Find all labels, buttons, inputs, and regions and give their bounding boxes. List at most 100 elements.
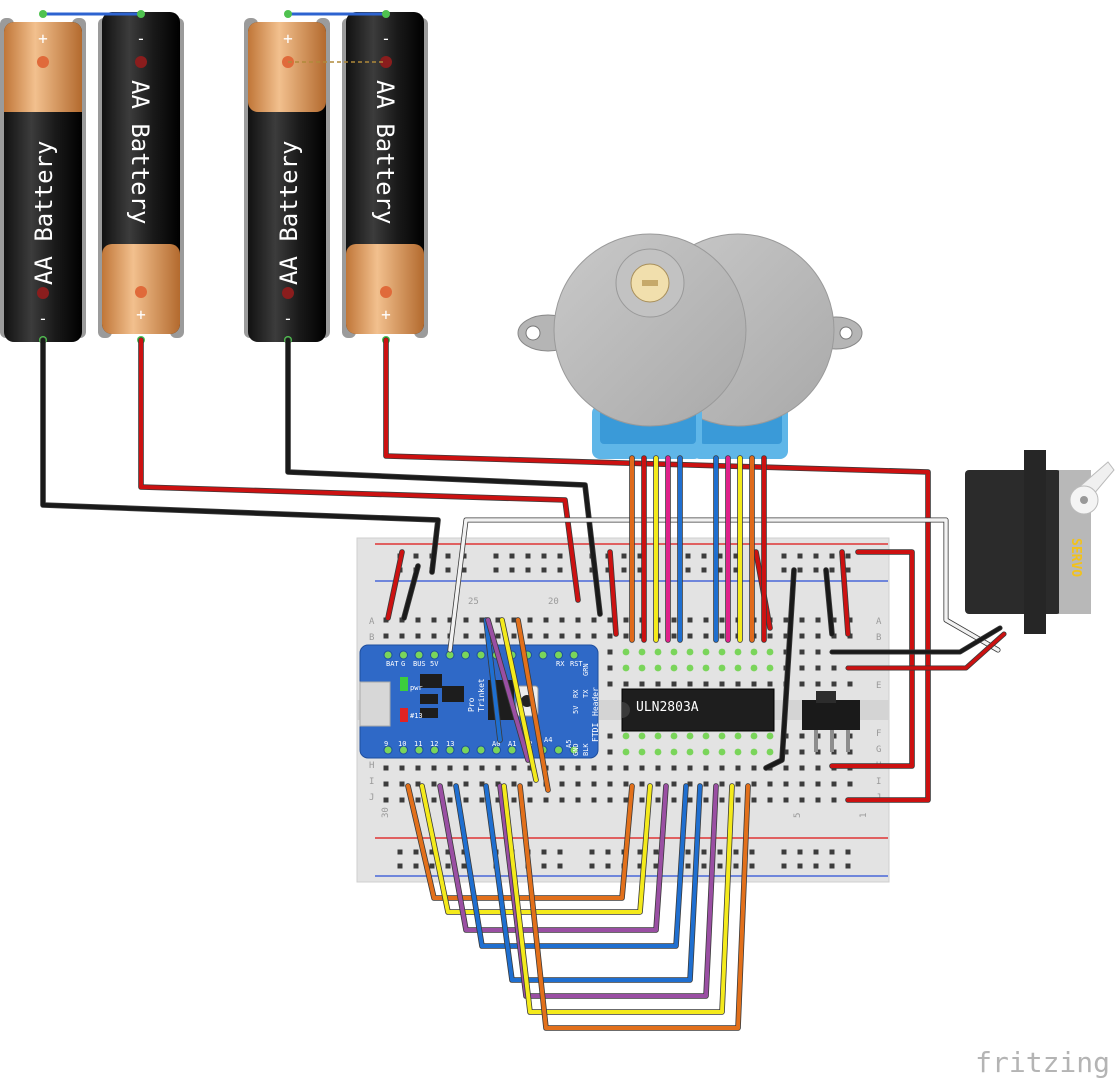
battery-4: - + AA Battery: [342, 12, 428, 338]
breadboard-hole: [767, 781, 773, 787]
slide-switch[interactable]: [802, 691, 860, 752]
rail-hole: [445, 863, 451, 869]
connected-hole: [718, 664, 726, 672]
rail-hole: [845, 567, 851, 573]
breadboard-hole: [447, 765, 453, 771]
pin-label: GRN: [582, 663, 590, 676]
connected-hole: [622, 748, 630, 756]
battery-ground-wire-outline: [40, 337, 441, 575]
breadboard-hole: [447, 797, 453, 803]
breadboard-hole: [399, 797, 405, 803]
rail-hole: [541, 567, 547, 573]
breadboard-hole: [415, 765, 421, 771]
connected-hole: [766, 748, 774, 756]
breadboard-hole: [447, 617, 453, 623]
rail-hole: [717, 553, 723, 559]
mcu-pin: [569, 745, 579, 755]
breadboard-hole: [735, 797, 741, 803]
breadboard-hole: [415, 617, 421, 623]
breadboard-hole: [543, 633, 549, 639]
led13-label: #13: [410, 712, 423, 720]
rail-hole: [653, 849, 659, 855]
breadboard-hole: [655, 765, 661, 771]
uln2803a-chip: ULN2803A: [621, 688, 775, 732]
connected-hole: [702, 748, 710, 756]
breadboard-hole: [815, 665, 821, 671]
rail-hole: [605, 849, 611, 855]
connected-hole: [766, 664, 774, 672]
mcu-pin: [461, 745, 470, 755]
rail-hole: [685, 849, 691, 855]
rail-hole: [637, 849, 643, 855]
connected-hole: [654, 648, 662, 656]
connected-hole: [718, 732, 726, 740]
breadboard-hole: [431, 633, 437, 639]
pin-label: BAT: [386, 660, 399, 668]
breadboard-hole: [623, 633, 629, 639]
mcu-pin: [383, 745, 393, 755]
breadboard-hole: [623, 781, 629, 787]
battery-plus-label: +: [136, 305, 146, 324]
breadboard-hole: [783, 633, 789, 639]
pin-label: G: [401, 660, 405, 668]
row-label: I: [876, 777, 881, 787]
battery-minus-label: -: [38, 309, 48, 328]
breadboard-hole: [655, 681, 661, 687]
breadboard-hole: [479, 765, 485, 771]
rail-hole: [557, 849, 563, 855]
breadboard-hole: [591, 633, 597, 639]
breadboard-hole: [719, 765, 725, 771]
breadboard-hole: [767, 633, 773, 639]
breadboard-hole: [815, 649, 821, 655]
breadboard-hole: [559, 797, 565, 803]
rail-hole: [717, 863, 723, 869]
rail-hole: [717, 849, 723, 855]
breadboard-hole: [559, 633, 565, 639]
breadboard-hole: [847, 781, 853, 787]
breadboard-hole: [687, 781, 693, 787]
breadboard-hole: [719, 681, 725, 687]
breadboard-hole: [655, 781, 661, 787]
rail-hole: [653, 863, 659, 869]
breadboard-hole: [783, 749, 789, 755]
breadboard-hole: [399, 781, 405, 787]
rail-hole: [413, 849, 419, 855]
power-led: [400, 677, 408, 691]
battery-plus-label: +: [381, 305, 391, 324]
row-label: G: [876, 745, 881, 755]
mcu-pin: [538, 650, 548, 660]
breadboard-hole: [735, 681, 741, 687]
breadboard-hole: [815, 797, 821, 803]
breadboard-hole: [831, 797, 837, 803]
rail-hole: [733, 553, 739, 559]
pin-label: RST: [570, 660, 583, 668]
breadboard-hole: [703, 681, 709, 687]
pin-label: RX: [556, 660, 565, 668]
servo-signal-wire: [448, 518, 1000, 652]
mcu-pin: [492, 745, 501, 755]
connected-hole: [702, 732, 710, 740]
connected-hole: [686, 664, 694, 672]
mcu-pin: [414, 650, 424, 660]
pwr-label: pwr: [410, 684, 423, 692]
rail-hole: [781, 553, 787, 559]
rail-hole: [541, 553, 547, 559]
breadboard-hole: [607, 633, 613, 639]
rail-hole: [461, 567, 467, 573]
breadboard-hole: [767, 681, 773, 687]
rail-hole: [749, 863, 755, 869]
rail-hole: [813, 849, 819, 855]
breadboard-hole: [479, 797, 485, 803]
battery-minus-label: -: [136, 29, 146, 48]
battery-minus-label: -: [283, 309, 293, 328]
connected-hole: [734, 648, 742, 656]
breadboard-hole: [687, 681, 693, 687]
row-label: F: [876, 729, 881, 739]
breadboard-hole: [847, 633, 853, 639]
signal-wire: [500, 618, 538, 782]
battery-1: + - AA Battery: [0, 18, 86, 342]
rail-hole: [413, 863, 419, 869]
rail-jumper-wire: [764, 568, 796, 770]
ftdi-label: FTDI: [591, 723, 600, 742]
mcu-pin: [383, 650, 393, 660]
